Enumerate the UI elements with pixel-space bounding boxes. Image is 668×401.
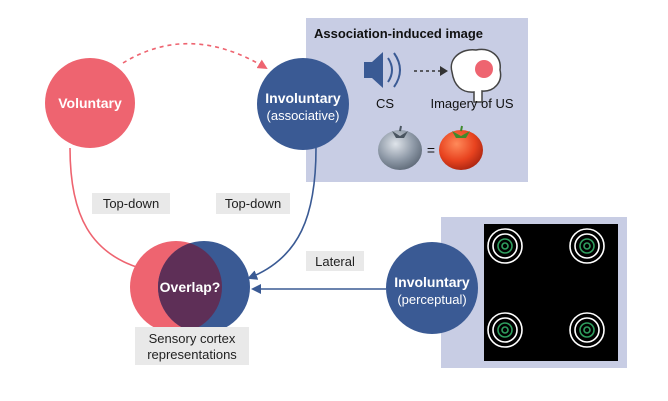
cs-label: CS [376, 96, 394, 111]
perceptual-panel [441, 217, 627, 368]
concentric-ring-stimulus-tr [569, 228, 605, 264]
association-panel: Association-induced image CS Imagery of … [306, 18, 528, 182]
involuntary-perceptual-title: Involuntary [394, 274, 470, 290]
top-down-left-label: Top-down [92, 193, 170, 214]
concentric-ring-stimulus-bl [487, 312, 523, 348]
voluntary-node: Voluntary [45, 58, 135, 148]
equals-sign: = [427, 142, 435, 158]
lateral-label: Lateral [306, 251, 364, 271]
lateral-text: Lateral [315, 254, 355, 269]
concentric-ring-stimulus-br [569, 312, 605, 348]
involuntary-perceptual-sub: (perceptual) [397, 292, 466, 307]
brain-icon [450, 48, 502, 103]
involuntary-topdown-arrow [247, 147, 317, 280]
overlap-intersection [158, 241, 222, 333]
top-down-left-text: Top-down [103, 196, 159, 211]
red-tomato-icon [439, 125, 483, 170]
association-panel-title: Association-induced image [314, 26, 483, 41]
overlap-venn: Overlap? [130, 241, 250, 333]
sensory-line1: Sensory cortex [149, 331, 236, 346]
grey-tomato-icon [378, 125, 422, 170]
involuntary-associative-title: Involuntary [265, 90, 341, 106]
stimulus-black-square [484, 224, 618, 361]
speaker-icon [364, 52, 401, 88]
concentric-ring-stimulus-tl [487, 228, 523, 264]
top-down-right-label: Top-down [216, 193, 290, 214]
sensory-cortex-label: Sensory cortex representations [135, 327, 249, 365]
overlap-label: Overlap? [160, 279, 221, 295]
involuntary-associative-node: Involuntary (associative) [257, 58, 349, 150]
voluntary-to-involuntary-dashed-arrow [122, 42, 268, 70]
sensory-line2: representations [147, 347, 237, 362]
top-down-right-text: Top-down [225, 196, 281, 211]
cs-to-us-arrowhead [440, 66, 448, 76]
involuntary-associative-sub: (associative) [267, 108, 340, 123]
involuntary-perceptual-node: Involuntary (perceptual) [386, 242, 478, 334]
voluntary-label: Voluntary [58, 95, 122, 111]
us-label: Imagery of US [430, 96, 513, 111]
voluntary-topdown-arrow [69, 147, 148, 273]
